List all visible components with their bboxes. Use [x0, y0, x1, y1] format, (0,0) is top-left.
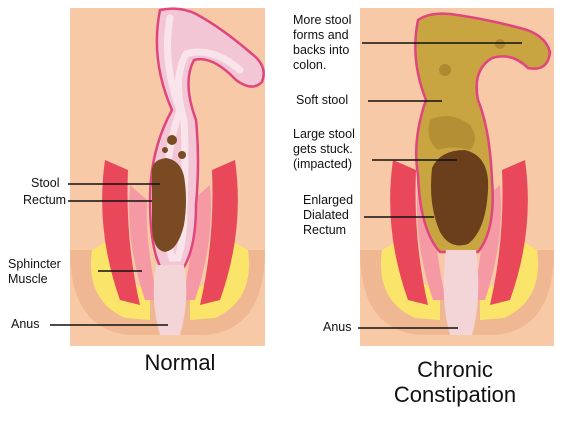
stool-label: Stool — [31, 176, 60, 190]
constipation-soft-stool-patch — [439, 64, 451, 76]
sphincter-muscle-label: Sphincter Muscle — [8, 257, 61, 286]
normal-stool — [151, 158, 186, 252]
normal-colon-inner — [162, 14, 244, 262]
normal-muscle-left-outer — [102, 160, 140, 305]
soft-stool-label: Soft stool — [296, 93, 349, 107]
constipation-anus-label: Anus — [323, 320, 352, 334]
normal-stool-fragment — [162, 147, 168, 153]
constipation-caption: Chronic Constipation — [393, 357, 517, 407]
normal-stool-fragment — [178, 151, 186, 159]
normal-muscle-right-inner — [182, 185, 211, 300]
normal-panel — [50, 7, 265, 346]
constipation-muscle-left-outer — [390, 160, 428, 305]
constipation-anal-canal — [443, 250, 479, 335]
constipation-soft-stool-texture — [428, 116, 475, 150]
normal-anus-label: Anus — [11, 317, 40, 331]
normal-muscle-left-inner — [129, 185, 158, 300]
constipation-soft-stool-patch — [495, 39, 505, 49]
rectum-label: Rectum — [23, 193, 67, 207]
normal-stool-fragment — [167, 135, 177, 145]
constipation-impacted-stool — [431, 150, 489, 246]
enlarged-rectum-label: Enlarged Dialated Rectum — [303, 193, 354, 237]
normal-caption: Normal — [144, 350, 216, 375]
constipation-muscle-right-outer — [490, 160, 528, 305]
normal-anal-canal — [153, 265, 187, 335]
large-stool-label: Large stool gets stuck. (impacted) — [293, 127, 355, 171]
normal-muscle-right-outer — [200, 160, 238, 305]
constipation-muscle-right-inner — [472, 185, 501, 300]
more-stool-label: More stool forms and backs into colon. — [293, 13, 352, 72]
constipation-panel — [358, 8, 554, 346]
